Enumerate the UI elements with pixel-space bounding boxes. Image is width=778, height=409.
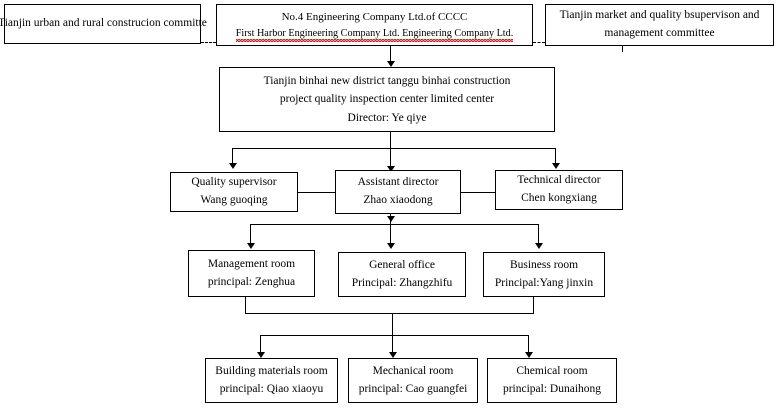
bus2-stem-arrow bbox=[387, 216, 395, 222]
box-chemical-room[interactable]: Chemical room principal: Dunaihong bbox=[487, 358, 617, 403]
bus3-arrow-right bbox=[525, 352, 533, 358]
box-business-room-surname: Yang bbox=[539, 276, 564, 289]
bus3-arrow-left bbox=[257, 352, 265, 358]
box-business-room-principal-label: Principal: bbox=[494, 276, 540, 289]
bus3-drop-left bbox=[260, 335, 261, 355]
box-technical-director-line2: Chen kongxiang bbox=[521, 192, 597, 204]
box-general-office-line2: Principal: Zhangzhifu bbox=[351, 276, 453, 289]
connector-market-stub bbox=[622, 46, 623, 52]
bus1-drop-right bbox=[555, 148, 556, 166]
bus1-arrow-right bbox=[552, 163, 560, 169]
box-inspection-center-line3: Director: Ye qiye bbox=[347, 111, 427, 124]
bus2-drop-right bbox=[538, 224, 539, 246]
box-cccc-company[interactable]: No.4 Engineering Company Ltd.of CCCC Fir… bbox=[216, 4, 533, 46]
box-mechanical-room-line2: principal: Cao guangfei bbox=[358, 382, 468, 395]
box-urban-rural-committee-line1: Tianjin urban and rural construcion comm… bbox=[0, 17, 207, 30]
box-technical-director-line1: Technical director bbox=[517, 174, 601, 187]
bus1-drop-center bbox=[390, 148, 391, 172]
box-assistant-director[interactable]: Assistant director Zhao xiaodong bbox=[335, 170, 461, 214]
box-cccc-company-line1: No.4 Engineering Company Ltd.of CCCC bbox=[281, 10, 468, 23]
bus3-drop-right bbox=[528, 335, 529, 355]
bus3-merge-horizontal bbox=[245, 313, 534, 314]
box-inspection-center-line1: Tianjin binhai new district tanggu binha… bbox=[263, 74, 511, 87]
box-market-quality-committee[interactable]: Tianjin market and quality bsupervison a… bbox=[545, 4, 774, 46]
bus2-arrow-center bbox=[387, 243, 395, 249]
box-urban-rural-committee[interactable]: Tianjin urban and rural construcion comm… bbox=[0, 4, 207, 44]
box-inspection-center[interactable]: Tianjin binhai new district tanggu binha… bbox=[219, 67, 555, 132]
box-business-room[interactable]: Business room Principal:Yang jinxin bbox=[483, 252, 605, 297]
bus2-horizontal bbox=[250, 224, 538, 225]
box-general-office-line1: General office bbox=[369, 258, 435, 271]
connector-cccc-to-center-line bbox=[390, 46, 391, 64]
box-assistant-director-line2: Zhao xiaodong bbox=[363, 194, 433, 206]
bus1-center-stem bbox=[390, 132, 391, 148]
bus3-horizontal bbox=[260, 335, 528, 336]
connector-cccc-to-market bbox=[533, 42, 545, 43]
connector-cccc-to-center-arrow bbox=[387, 61, 395, 67]
box-business-room-line2: Principal:Yang jinxin bbox=[495, 275, 593, 293]
bus2-arrow-left bbox=[247, 243, 255, 249]
bus2-arrow-right bbox=[535, 243, 543, 249]
box-business-room-line1: Business room bbox=[509, 258, 579, 271]
box-cccc-company-line2: First Harbor Engineering Company Ltd. En… bbox=[235, 26, 513, 43]
box-management-room-line1: Management room bbox=[207, 257, 296, 270]
bus2-drop-center bbox=[390, 224, 391, 246]
box-assistant-director-line1: Assistant director bbox=[357, 176, 439, 189]
box-market-quality-committee-line1: Tianjin market and quality bsupervison a… bbox=[559, 9, 760, 22]
bus3-arrow-center bbox=[389, 352, 397, 358]
bus1-horizontal bbox=[232, 148, 556, 149]
bus3-stub-management bbox=[245, 297, 246, 313]
box-building-materials-room-line2: principal: Qiao xiaoyu bbox=[219, 382, 324, 395]
box-technical-director[interactable]: Technical director Chen kongxiang bbox=[495, 170, 623, 210]
box-chemical-room-line1: Chemical room bbox=[516, 364, 588, 377]
box-mechanical-room-line1: Mechanical room bbox=[372, 364, 454, 377]
bus3-stub-business bbox=[533, 297, 534, 313]
bus1-arrow-left bbox=[229, 163, 237, 169]
bus2-drop-left bbox=[250, 224, 251, 246]
bus3-center-stem bbox=[392, 313, 393, 335]
box-quality-supervisor-line2: Wang guoqing bbox=[200, 194, 268, 206]
box-business-room-givenname: jinxin bbox=[563, 276, 594, 289]
box-building-materials-room[interactable]: Building materials room principal: Qiao … bbox=[205, 358, 338, 403]
box-building-materials-room-line1: Building materials room bbox=[215, 364, 328, 377]
box-mechanical-room[interactable]: Mechanical room principal: Cao guangfei bbox=[348, 358, 478, 403]
box-quality-supervisor[interactable]: Quality supervisor Wang guoqing bbox=[170, 172, 298, 212]
connector-quality-to-assistant bbox=[298, 192, 335, 193]
connector-assistant-to-technical bbox=[461, 192, 495, 193]
bus1-drop-left bbox=[232, 148, 233, 166]
box-quality-supervisor-line1: Quality supervisor bbox=[191, 176, 277, 189]
bus1-arrow-center bbox=[387, 166, 395, 172]
bus3-drop-center bbox=[392, 335, 393, 355]
box-general-office[interactable]: General office Principal: Zhangzhifu bbox=[338, 252, 466, 297]
box-management-room-line2: principal: Zenghua bbox=[207, 275, 296, 288]
connector-urban-to-cccc bbox=[201, 42, 216, 43]
box-chemical-room-line2: principal: Dunaihong bbox=[502, 382, 602, 395]
box-market-quality-committee-line2: management committee bbox=[604, 27, 715, 39]
box-inspection-center-line2: project quality inspection center limite… bbox=[279, 93, 495, 106]
box-management-room[interactable]: Management room principal: Zenghua bbox=[188, 250, 315, 297]
